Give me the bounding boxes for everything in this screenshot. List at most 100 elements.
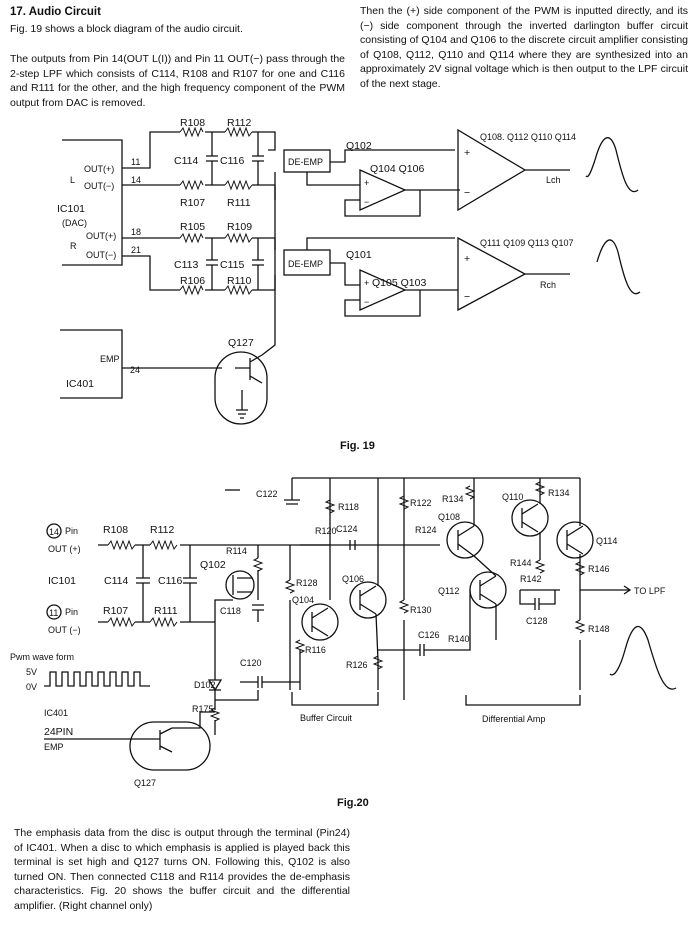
r111-label-f20: R111 (154, 605, 178, 617)
q110-label: Q110 (502, 492, 523, 502)
q105-q103-label: Q105 Q103 (372, 277, 426, 289)
r110-label: R110 (227, 275, 251, 287)
pin24-label-f20: 24PIN (44, 726, 73, 738)
r126-resistor (372, 655, 384, 670)
amp-r-label: Q111 Q109 Q113 Q107 (480, 238, 574, 248)
pin14-word: Pin (65, 526, 78, 536)
buffer-circuit-label: Buffer Circuit (300, 713, 352, 723)
c124-label: C124 (336, 524, 358, 534)
pin11-circle (46, 604, 62, 620)
pin-24-label: 24 (130, 365, 140, 375)
q104-label: Q104 (292, 595, 314, 605)
r108-label-f20: R108 (103, 524, 128, 536)
pin11-num: 11 (49, 608, 58, 618)
r134b-label: R134 (548, 488, 570, 498)
q108-transistor (446, 521, 484, 559)
r110-resistor (224, 284, 253, 296)
c115-label: C115 (220, 259, 244, 271)
output-sine (609, 625, 677, 690)
c114-label: C114 (174, 155, 198, 167)
r118-resistor (324, 499, 336, 514)
out-plus-r: OUT(+) (86, 231, 116, 241)
v0-label: 0V (26, 682, 37, 692)
pin11-word: Pin (65, 607, 78, 617)
out-minus-r: OUT(−) (86, 250, 116, 260)
ic101-label-f20: IC101 (48, 575, 76, 587)
r122-label: R122 (410, 498, 432, 508)
main-r-minus: − (464, 291, 470, 303)
r107-f20 (107, 616, 136, 628)
r134a-resistor (464, 485, 476, 500)
intro-line: Fig. 19 shows a block diagram of the aud… (10, 23, 243, 35)
r148-resistor (574, 619, 586, 634)
ic101-label: IC101 (57, 203, 85, 215)
right-paragraph: Then the (+) side component of the PWM i… (360, 5, 688, 90)
c116-label: C116 (220, 155, 244, 167)
pin14-circle (46, 523, 62, 539)
dac-label: (DAC) (62, 218, 87, 228)
pwm-label: Pwm wave form (10, 652, 74, 662)
amp-l-label: Q108. Q112 Q110 Q114 (480, 132, 576, 142)
q104-q106-label: Q104 Q106 (370, 163, 424, 175)
r114-label: R114 (226, 546, 247, 556)
r144-resistor (534, 559, 546, 574)
r120-label: R120 (315, 526, 337, 536)
to-lpf-label: TO LPF (634, 586, 666, 596)
r111-f20 (149, 616, 178, 628)
r106-resistor (179, 284, 204, 296)
r109-resistor (224, 232, 253, 244)
de-emp-label-l: DE-EMP (288, 157, 323, 167)
r112-resistor (224, 126, 253, 138)
out-minus-label: OUT (−) (48, 625, 81, 635)
q112-label: Q112 (438, 586, 459, 596)
out-minus-l: OUT(−) (84, 181, 114, 191)
r116-label: R116 (305, 645, 326, 655)
q112-transistor (469, 571, 507, 609)
q110-transistor (511, 499, 549, 537)
q127-f20 (129, 721, 211, 771)
out-plus-label: OUT (+) (48, 544, 81, 554)
q106-transistor (349, 581, 387, 619)
pin14-num: 14 (49, 527, 59, 537)
q114-label: Q114 (596, 536, 617, 546)
ch-l-label: L (70, 175, 75, 185)
r144-label: R144 (510, 558, 532, 568)
emp-label-f20: EMP (44, 742, 64, 752)
v5-label: 5V (26, 667, 37, 677)
q127-label: Q127 (228, 337, 254, 349)
r108-label: R108 (180, 117, 205, 129)
d102-label: D102 (194, 680, 216, 690)
buffer-l-plus: + (364, 178, 369, 188)
buffer-r-minus: − (364, 297, 369, 307)
r114-resistor (252, 557, 264, 572)
ic401-label: IC401 (66, 378, 94, 390)
r128-resistor (284, 579, 296, 594)
r108-f20 (107, 539, 136, 551)
r107-resistor (179, 179, 204, 191)
r124-label: R124 (415, 525, 437, 535)
rch-label: Rch (540, 280, 556, 290)
ic101-block (62, 139, 123, 266)
r140-label: R140 (448, 634, 470, 644)
r122-resistor (398, 495, 410, 510)
r142-label: R142 (520, 574, 542, 584)
pin-21: 21 (131, 245, 141, 255)
intro-paragraph: The outputs from Pin 14(OUT L(I)) and Pi… (10, 53, 345, 109)
c113-label: C113 (174, 259, 198, 271)
ch-r-label: R (70, 241, 77, 251)
emp-label: EMP (100, 354, 120, 364)
sine-l (594, 137, 639, 193)
r105-label: R105 (180, 221, 205, 233)
main-l-plus: + (464, 147, 470, 159)
r146-resistor (574, 561, 586, 576)
lch-label: Lch (546, 175, 561, 185)
q102-label-f20: Q102 (200, 559, 226, 571)
c114-label-f20: C114 (104, 575, 128, 587)
sine-r (596, 239, 641, 295)
de-emp-label-r: DE-EMP (288, 259, 323, 269)
r108-resistor (179, 126, 204, 138)
main-amp-l (457, 128, 527, 212)
q104-transistor (301, 603, 339, 641)
r112-label-f20: R112 (150, 524, 174, 536)
